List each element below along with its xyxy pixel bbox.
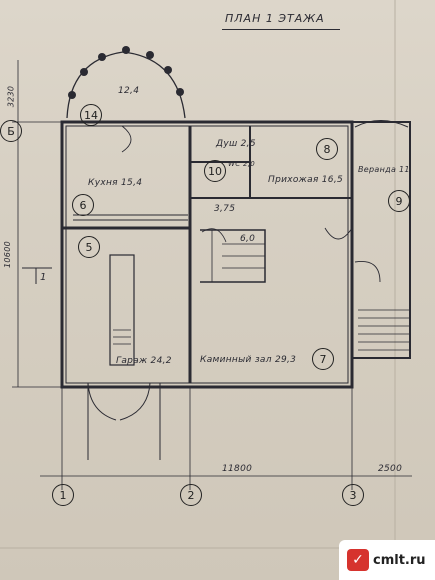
axis-marker-1: 1 [52, 484, 74, 506]
room-name-8: Прихожая [268, 175, 319, 185]
watermark-text: cmlt.ru [373, 552, 426, 568]
room-number-6: 6 [72, 194, 94, 216]
room-area-14: 12,4 [118, 86, 140, 96]
room-area-7: 29,3 [274, 355, 297, 365]
room-area-10: 2,0 [242, 160, 255, 168]
room-number-8: 8 [316, 138, 338, 160]
title-underline [222, 29, 340, 30]
room-area-8: 16,5 [321, 175, 344, 185]
axis-marker-2: 2 [180, 484, 202, 506]
room-label-7: Каминный зал 29,3 [200, 355, 296, 365]
dimension-overall-width: 11800 [222, 464, 253, 474]
room-number-10: 10 [204, 160, 226, 182]
room-name-6: Кухня [88, 178, 118, 188]
room-label-8: Прихожая 16,5 [268, 175, 343, 185]
checkmark-logo-icon: ✓ [347, 549, 369, 571]
room-name-9: Веранда [358, 165, 397, 174]
stair-winder [201, 228, 227, 243]
shower-label: Душ 2,5 [216, 139, 256, 149]
door-swing [324, 227, 353, 240]
room-area-9: 11 [399, 165, 410, 174]
room-number-5: 5 [78, 236, 100, 258]
stair-area: 6,0 [240, 234, 256, 244]
dimension-top-height: 3230 [6, 85, 16, 108]
entry-steps [358, 309, 410, 351]
section-mark: 1 [40, 272, 47, 283]
door-swing [121, 125, 132, 153]
room-number-9: 9 [388, 190, 410, 212]
pit-steps [113, 329, 131, 345]
outer-wall [60, 120, 354, 389]
door-swing [354, 260, 381, 283]
room-label-10: WC 2,0 [228, 160, 255, 168]
garage-door-swing [87, 382, 151, 421]
room-label-9: Веранда 11 [358, 165, 410, 174]
bay-columns [68, 46, 184, 99]
axis-marker-b: Б [0, 120, 22, 142]
room-number-14: 14 [80, 104, 102, 126]
hall-area: 3,75 [214, 204, 236, 214]
room-label-5: Гараж 24,2 [116, 356, 172, 366]
room-label-6: Кухня 15,4 [88, 178, 142, 188]
room-area-6: 15,4 [121, 178, 143, 188]
veranda-arc [354, 120, 409, 128]
room-number-7: 7 [312, 348, 334, 370]
room-name-10: WC [228, 160, 241, 168]
room-name-5: Гараж [116, 356, 148, 366]
site-watermark: ✓ cmlt.ru [339, 540, 435, 580]
room-area-5: 24,2 [150, 356, 172, 366]
stair-treads [211, 230, 265, 282]
veranda-wall [352, 121, 411, 359]
dimension-left-height: 10600 [2, 241, 12, 268]
axis-marker-3: 3 [342, 484, 364, 506]
garage-pit [109, 254, 135, 366]
plan-title: ПЛАН 1 ЭТАЖА [225, 12, 325, 25]
dimension-right-width: 2500 [378, 464, 403, 474]
outer-wall-inner [65, 125, 349, 384]
room-name-7: Каминный зал [200, 355, 272, 365]
